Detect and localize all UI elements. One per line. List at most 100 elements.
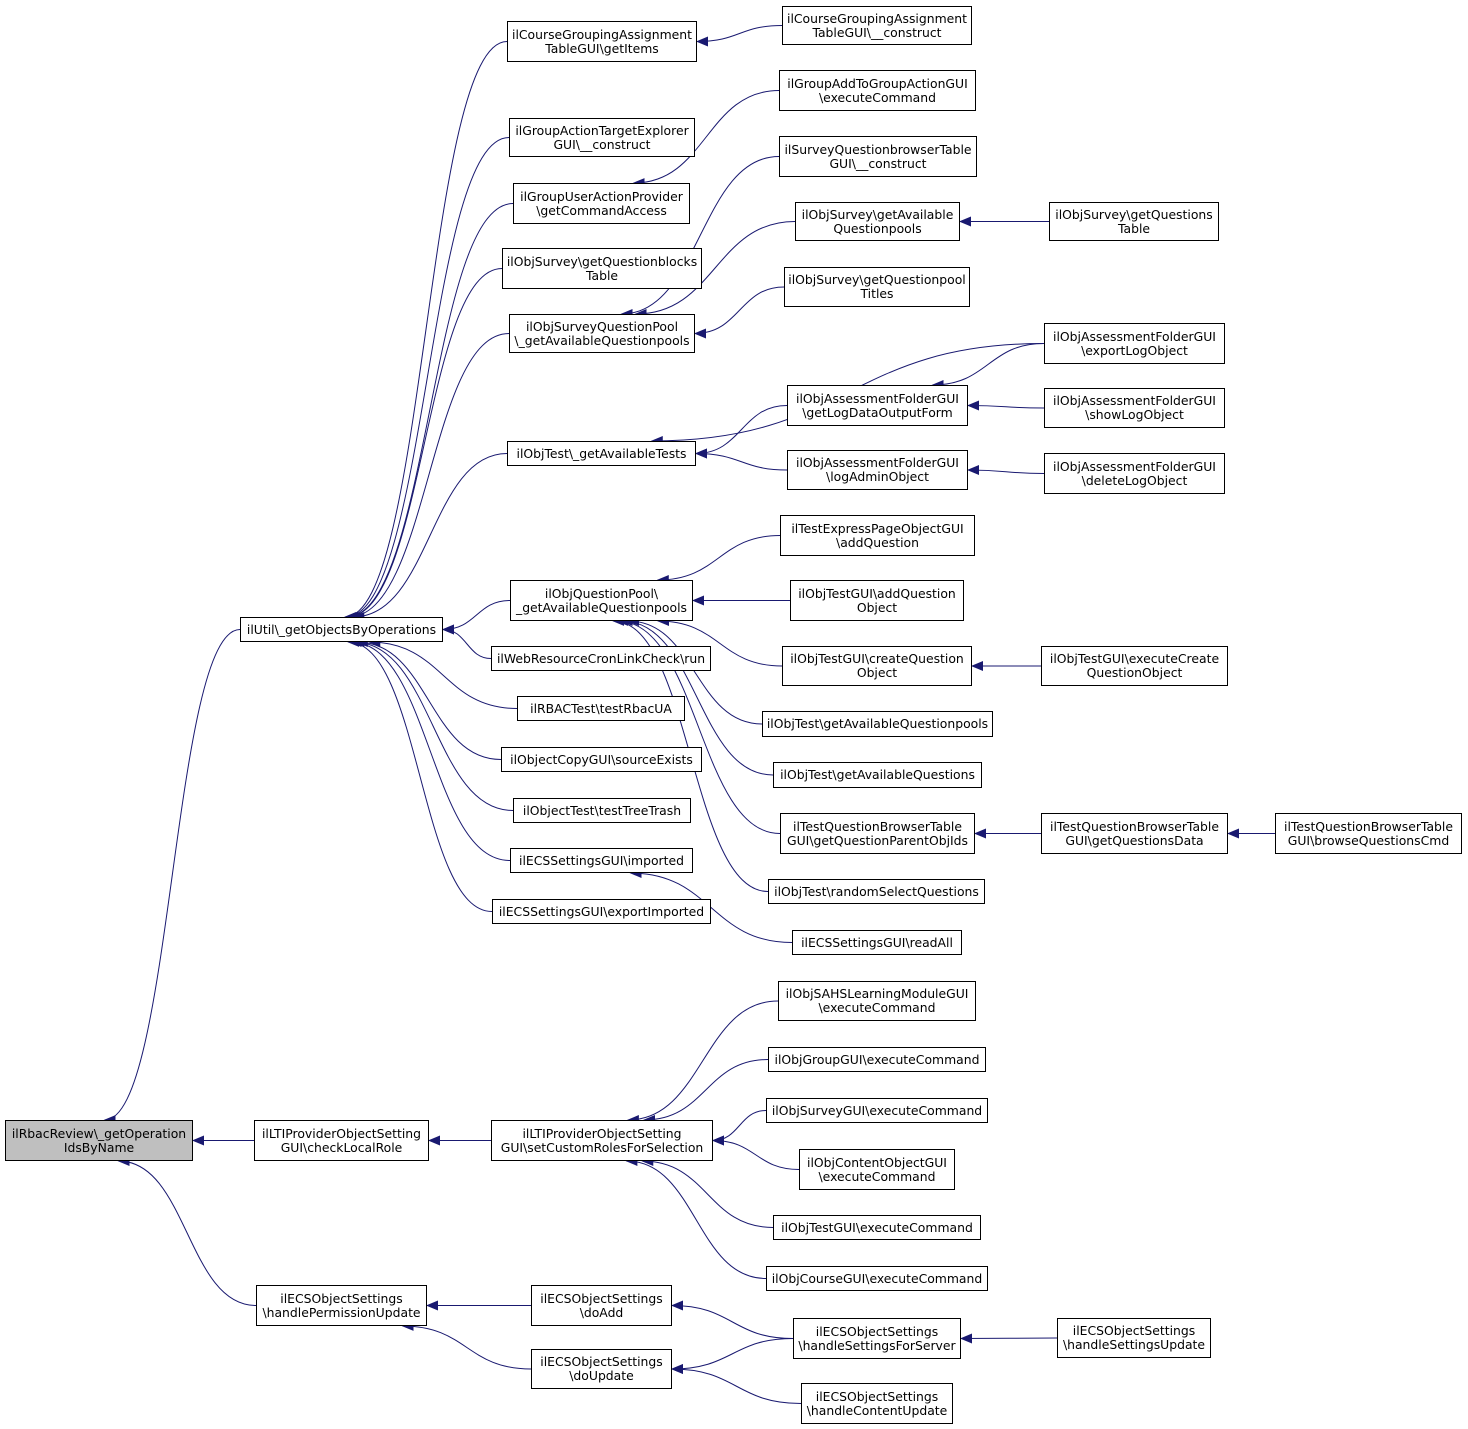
graph-node[interactable]: ilObjTest\randomSelectQuestions [768,879,985,904]
call-edge [632,90,780,188]
node-label-line: ilObjTestGUI\executeCommand [781,1219,973,1235]
node-label-line: ilECSObjectSettings [815,1323,939,1339]
graph-node[interactable]: ilObjAssessmentFolderGUI\deleteLogObject [1044,453,1225,494]
node-label-line: ilObjTest\_getAvailableTests [516,445,687,461]
node-label-line: ilObjAssessmentFolderGUI [1053,328,1216,344]
call-edge [103,629,241,1125]
graph-node[interactable]: ilECSSettingsGUI\imported [510,848,693,873]
graph-node[interactable]: ilTestExpressPageObjectGUI\addQuestion [780,515,975,556]
graph-node[interactable]: ilECSObjectSettings\doAdd [531,1285,672,1326]
node-label-line: QuestionObject [1086,665,1183,680]
node-label-line: IdsByName [63,1139,135,1155]
graph-node[interactable]: ilObjSurveyQuestionPool\_getAvailableQue… [509,314,695,353]
call-edge [616,616,781,834]
node-label-line: ilObjGroupGUI\executeCommand [774,1051,980,1067]
graph-node[interactable]: ilObjSAHSLearningModuleGUI\executeComman… [778,981,976,1021]
call-edge [671,1338,794,1374]
graph-node[interactable]: ilObjectTest\testTreeTrash [513,798,691,823]
node-label-line: ilCourseGroupingAssignment [787,10,967,26]
node-label-line: Table [585,267,619,283]
node-label-line: \executeCommand [818,1168,936,1184]
graph-node[interactable]: ilECSObjectSettings\handleContentUpdate [801,1383,953,1424]
node-label-line: \handlePermissionUpdate [262,1304,421,1320]
node-label-line: ilRbacReview\_getOperation [11,1125,187,1141]
node-label-line: ilObjTest\getAvailableQuestionpools [766,716,989,731]
graph-node[interactable]: ilECSSettingsGUI\readAll [792,930,962,955]
node-label-line: ilObjectCopyGUI\sourceExists [510,751,693,767]
graph-node[interactable]: ilObjCourseGUI\executeCommand [766,1266,988,1291]
node-label-line: ilTestQuestionBrowserTable [1284,818,1453,834]
node-label-line: ilObjContentObjectGUI [807,1154,947,1170]
graph-node[interactable]: ilObjTest\getAvailableQuestions [773,762,982,788]
graph-node[interactable]: ilObjGroupGUI\executeCommand [768,1047,986,1072]
graph-node[interactable]: ilWebResourceCronLinkCheck\run [491,646,711,671]
node-label-line: GUI\setCustomRolesForSelection [500,1139,704,1155]
call-edge [346,268,503,622]
call-edge [355,637,502,760]
node-label-line: TableGUI\getItems [545,40,659,56]
node-label-line: ilObjQuestionPool\ [544,585,659,601]
graph-node[interactable]: ilGroupAddToGroupActionGUI\executeComman… [779,70,976,111]
graph-node[interactable]: ilObjSurveyGUI\executeCommand [766,1098,988,1123]
graph-node[interactable]: ilECSSettingsGUI\exportImported [492,899,711,924]
graph-node[interactable]: ilECSObjectSettings\handleSettingsForSer… [793,1318,961,1359]
node-label-line: ilTestQuestionBrowserTable [793,818,962,834]
call-edge [401,1321,532,1370]
node-label-line: ilObjSAHSLearningModuleGUI [785,986,969,1001]
node-label-line: ilObjTestGUI\executeCreate [1049,651,1220,666]
node-label-line: ilTestExpressPageObjectGUI [791,520,964,536]
node-label-line: Object [856,599,898,615]
graph-node[interactable]: ilObjQuestionPool\_getAvailableQuestionp… [510,580,693,621]
node-label-line: \deleteLogObject [1081,472,1188,488]
graph-node[interactable]: ilECSObjectSettings\doUpdate [531,1349,672,1389]
node-label-line: ilGroupActionTargetExplorer [515,122,689,138]
graph-node[interactable]: ilUtil\_getObjectsByOperations [240,617,443,642]
call-edge [442,600,511,635]
node-label-line: _getAvailableQuestionpools [516,599,687,615]
node-label-line: GUI\checkLocalRole [280,1139,403,1155]
node-label-line: ilObjTest\getAvailableQuestions [780,767,975,782]
graph-node[interactable]: ilECSObjectSettings\handlePermissionUpda… [256,1285,427,1326]
node-label-line: \handleSettingsForServer [798,1337,956,1353]
node-label-line: \executeCommand [819,89,936,105]
graph-node[interactable]: ilObjContentObjectGUI\executeCommand [799,1149,955,1190]
graph-node[interactable]: ilObjAssessmentFolderGUI\getLogDataOutpu… [787,385,968,426]
graph-node[interactable]: ilObjAssessmentFolderGUI\showLogObject [1044,388,1225,428]
node-label-line: GUI\__construct [829,155,927,171]
call-edge [671,1364,802,1404]
graph-node[interactable]: ilObjAssessmentFolderGUI\logAdminObject [787,450,968,490]
graph-node[interactable]: ilECSObjectSettings\handleSettingsUpdate [1057,1318,1211,1358]
graph-node[interactable]: ilObjTestGUI\executeCommand [773,1215,981,1240]
call-edge [967,400,1045,411]
call-edge [643,1059,769,1125]
graph-node[interactable]: ilGroupUserActionProvider\getCommandAcce… [513,183,690,224]
graph-node[interactable]: ilObjectCopyGUI\sourceExists [501,747,702,772]
call-edge [620,616,774,776]
graph-node[interactable]: ilObjTest\getAvailableQuestionpools [762,711,993,737]
node-label-line: \executeCommand [818,1000,936,1015]
node-label-line: ilSurveyQuestionbrowserTable [784,141,972,157]
node-label-line: ilTestQuestionBrowserTable [1050,818,1219,834]
graph-node[interactable]: ilObjTest\_getAvailableTests [507,441,696,466]
graph-node[interactable]: ilRBACTest\testRbacUA [517,696,685,721]
node-label-line: TableGUI\__construct [812,24,942,40]
graph-node[interactable]: ilObjAssessmentFolderGUI\exportLogObject [1044,323,1225,364]
